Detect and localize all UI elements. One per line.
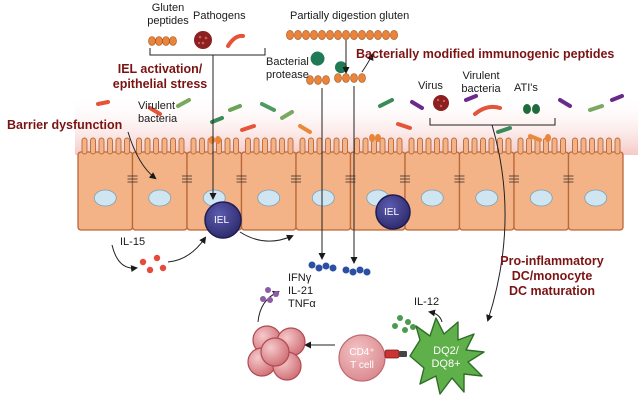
label-bacterially-modified-peptides: Bacterially modified immunogenic peptide… [356,47,615,61]
cytokine-dots [260,287,279,303]
iel-cell-right [375,194,411,230]
t-cell-cluster [247,325,306,381]
nucleus [584,189,608,207]
label-iel-left: IEL [214,215,230,226]
arrow-modified-peptides [361,53,374,73]
label-cytokines: IFNγ IL-21 TNFα [288,272,316,310]
arrow-iel-to-epithelium [239,231,294,242]
nucleus [93,189,117,207]
label-pro-inflammatory: Pro-inflammatory DC/monocyte DC maturati… [500,254,604,298]
label-barrier-dysfunction: Barrier dysfunction [7,118,123,132]
nucleus [148,189,172,207]
nucleus [529,189,553,207]
tight-junction [291,175,301,183]
epithelial-cell [458,137,515,231]
label-virulent-bacteria-left: Virulent bacteria [138,100,178,125]
epithelial-cell [131,137,188,231]
il15-dots [139,254,167,274]
arrow-right-legend-to-dc [486,124,506,322]
lumen-bacteria [96,94,624,142]
iel-cell-left [204,201,242,239]
nucleus [311,189,335,207]
peptide-chain-1 [308,261,337,272]
cd4-t-cell [338,334,386,382]
epithelial-cell [513,137,570,231]
tight-junction [454,175,465,183]
epithelial-cell [77,137,134,231]
tight-junction [509,175,519,183]
label-bacterial-protease: Bacterial protease [266,56,309,81]
epithelial-cell [295,137,352,231]
partially-digested-gluten-icon [286,30,398,85]
dendritic-cell [409,317,485,395]
tcr-mhc-synapse [384,349,407,359]
tight-junction [182,175,192,183]
label-il12: IL-12 [414,296,440,308]
label-cd4-t-cell: CD4⁺ T cell [349,347,375,371]
epithelium [77,137,624,231]
nucleus [257,189,281,207]
tight-junction [563,175,574,183]
epithelial-cell [567,137,624,231]
gluten-peptides-icon [148,36,177,46]
pathogen-bacteria-icon [226,33,245,48]
atis-icon [523,104,540,114]
pathogen-virus-icon [194,31,212,49]
peptide-chain-2 [342,266,371,276]
tight-junction [127,175,138,183]
label-il15: IL-15 [120,236,146,248]
bacterial-protease-icon [310,51,347,74]
label-atis: ATI's [514,82,538,94]
label-partially-digested-gluten: Partially digestion gluten [290,10,410,22]
virus-icon [433,95,449,111]
tight-junction [236,175,247,183]
virulent-bacteria-icon [473,104,502,116]
label-pathogens: Pathogens [193,10,246,22]
label-gluten-peptides: Gluten peptides [147,2,189,27]
nucleus [475,189,499,207]
epithelial-cell [404,137,461,231]
label-virulent-bacteria-right: Virulent bacteria [461,70,501,95]
label-virus: Virus [418,80,443,92]
epithelial-cell [240,137,297,231]
arrow-barrier [127,131,157,180]
arrow-il15-to-iel [167,236,207,263]
label-dq2-dq8: DQ2/ DQ8+ [431,345,461,370]
tight-junction [400,175,410,183]
label-iel-right: IEL [384,207,400,218]
bracket-top-left [149,48,266,56]
label-iel-activation: IEL activation/ epithelial stress [112,62,208,91]
nucleus [420,189,444,207]
arrow-dc-il12 [428,309,443,323]
il12-dots [392,315,416,333]
arrow-il15-loop [111,244,138,273]
